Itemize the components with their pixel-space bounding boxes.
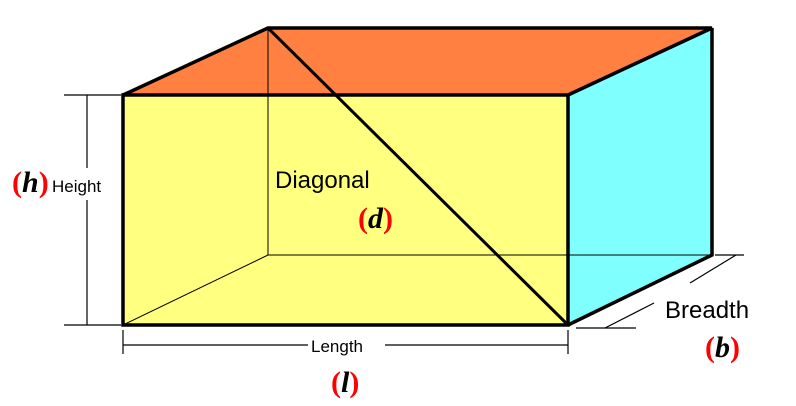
- breadth-symbol: (b): [705, 331, 740, 364]
- length-label: Length: [311, 337, 363, 356]
- height-dimension: [64, 94, 121, 326]
- hidden-edges: [122, 28, 712, 326]
- diagonal-symbol: (d): [358, 202, 393, 235]
- height-symbol: (h): [12, 166, 49, 199]
- height-label: Height: [52, 177, 101, 196]
- diagonal-line: [266, 26, 570, 327]
- length-symbol: (l): [331, 366, 359, 399]
- breadth-label: Breadth: [665, 297, 749, 324]
- length-dimension: [122, 330, 569, 354]
- visible-edges: [121, 26, 714, 327]
- breadth-dimension: [576, 254, 744, 329]
- diagonal-label: Diagonal: [275, 167, 370, 194]
- front-face: [123, 95, 568, 325]
- side-face: [568, 28, 712, 325]
- top-face: [123, 28, 712, 95]
